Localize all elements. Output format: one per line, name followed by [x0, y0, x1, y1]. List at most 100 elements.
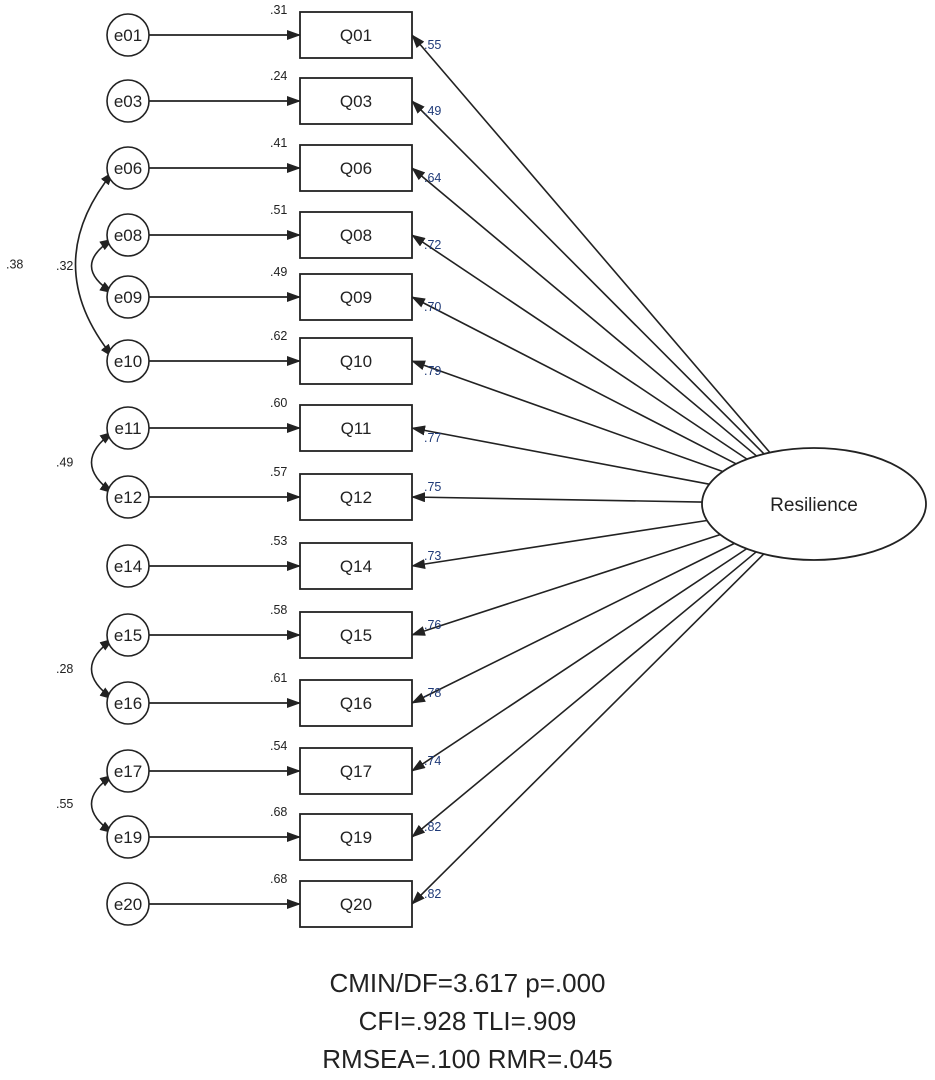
- item-label-Q03: Q03: [340, 92, 372, 111]
- error-node-e08: [106, 213, 150, 257]
- loading-path-Q12: [411, 492, 703, 503]
- item-label-Q06: Q06: [340, 159, 372, 178]
- item-label-Q10: Q10: [340, 352, 372, 371]
- loading-value-Q10: .79: [424, 364, 441, 378]
- r-squared-Q03: .24: [270, 69, 287, 83]
- loading-value-Q20: .82: [424, 887, 441, 901]
- r-squared-Q16: .61: [270, 671, 287, 685]
- item-label-Q17: Q17: [340, 762, 372, 781]
- item-label-Q15: Q15: [340, 626, 372, 645]
- item-label-Q16: Q16: [340, 694, 372, 713]
- r-squared-Q14: .53: [270, 534, 287, 548]
- error-node-e17: [106, 749, 150, 793]
- fit-index-line-1: CMIN/DF=3.617 p=.000: [329, 968, 606, 998]
- r-squared-Q10: .62: [270, 329, 287, 343]
- covariance-path-e17-e19: [90, 774, 114, 834]
- item-box-Q08: [299, 211, 413, 259]
- error-label-e14: e14: [114, 557, 142, 576]
- covariance-value-e08-e09: .32: [56, 259, 73, 273]
- r-squared-Q06: .41: [270, 136, 287, 150]
- loading-value-Q01: .55: [424, 38, 441, 52]
- item-label-Q01: Q01: [340, 26, 372, 45]
- loading-paths-layer: [411, 34, 771, 905]
- loading-path-Q03: [411, 100, 765, 455]
- r-squared-Q20: .68: [270, 872, 287, 886]
- error-node-e11: [106, 406, 150, 450]
- item-label-Q11: Q11: [341, 419, 372, 438]
- error-node-e16: [106, 681, 150, 725]
- loading-value-Q16: .78: [424, 686, 441, 700]
- covariance-value-e15-e16: .28: [56, 662, 73, 676]
- error-label-e17: e17: [114, 762, 142, 781]
- loading-value-Q14: .73: [424, 549, 441, 563]
- loading-path-Q14: [411, 519, 708, 569]
- loading-value-Q15: .76: [424, 618, 441, 632]
- loading-path-Q09: [411, 296, 737, 465]
- error-node-e10: [106, 339, 150, 383]
- item-box-Q17: [299, 747, 413, 795]
- loading-value-Q09: .70: [424, 300, 441, 314]
- error-label-e01: e01: [114, 26, 142, 45]
- item-box-Q09: [299, 273, 413, 321]
- error-label-e11: e11: [114, 419, 141, 438]
- covariance-layer: [74, 171, 114, 834]
- error-label-e10: e10: [114, 352, 142, 371]
- covariance-value-e11-e12: .49: [56, 456, 73, 470]
- loading-path-Q08: [411, 234, 748, 460]
- error-node-e20: [106, 882, 150, 926]
- loading-value-Q17: .74: [424, 754, 441, 768]
- error-node-e09: [106, 275, 150, 319]
- loading-path-Q15: [411, 533, 721, 636]
- nodes-layer: [106, 11, 927, 928]
- item-box-Q06: [299, 144, 413, 192]
- item-label-Q14: Q14: [340, 557, 372, 576]
- error-label-e15: e15: [114, 626, 142, 645]
- item-box-Q14: [299, 542, 413, 590]
- covariance-path-e15-e16: [90, 638, 114, 700]
- loading-value-Q12: .75: [424, 480, 441, 494]
- factor-label: Resilience: [770, 495, 858, 516]
- fit-index-line-3: RMSEA=.100 RMR=.045: [322, 1044, 613, 1074]
- item-box-Q16: [299, 679, 413, 727]
- error-label-e16: e16: [114, 694, 142, 713]
- item-box-Q20: [299, 880, 413, 928]
- item-box-Q01: [299, 11, 413, 59]
- error-label-e06: e06: [114, 159, 142, 178]
- error-label-e12: e12: [114, 488, 142, 507]
- factor-node-resilience: [701, 447, 927, 561]
- loading-path-Q20: [411, 553, 765, 905]
- item-box-Q11: [299, 404, 413, 452]
- error-node-e14: [106, 544, 150, 588]
- error-label-e03: e03: [114, 92, 142, 111]
- item-label-Q20: Q20: [340, 895, 372, 914]
- r-squared-Q09: .49: [270, 265, 287, 279]
- r-squared-Q12: .57: [270, 465, 287, 479]
- covariance-value-e06-e10: .38: [6, 258, 23, 272]
- item-label-Q09: Q09: [340, 288, 372, 307]
- r-squared-Q01: .31: [270, 3, 287, 17]
- loading-path-Q19: [411, 551, 757, 838]
- r-squared-Q08: .51: [270, 203, 287, 217]
- loading-value-Q11: .77: [424, 431, 441, 445]
- error-node-e06: [106, 146, 150, 190]
- loading-value-Q06: .64: [424, 171, 441, 185]
- loading-value-Q19: .82: [424, 820, 441, 834]
- r-squared-Q19: .68: [270, 805, 287, 819]
- error-node-e01: [106, 13, 150, 57]
- covariance-value-e17-e19: .55: [56, 797, 73, 811]
- loading-path-Q11: [411, 425, 710, 485]
- covariance-path-e06-e10: [74, 171, 114, 358]
- loading-path-Q17: [411, 548, 748, 772]
- error-label-e20: e20: [114, 895, 142, 914]
- error-label-e08: e08: [114, 226, 142, 245]
- loading-path-Q06: [411, 167, 758, 457]
- loading-path-Q01: [411, 34, 771, 454]
- item-box-Q12: [299, 473, 413, 521]
- error-label-e19: e19: [114, 828, 142, 847]
- error-node-e19: [106, 815, 150, 859]
- item-box-Q03: [299, 77, 413, 125]
- loading-value-Q03: .49: [424, 104, 441, 118]
- loading-path-Q16: [411, 542, 735, 704]
